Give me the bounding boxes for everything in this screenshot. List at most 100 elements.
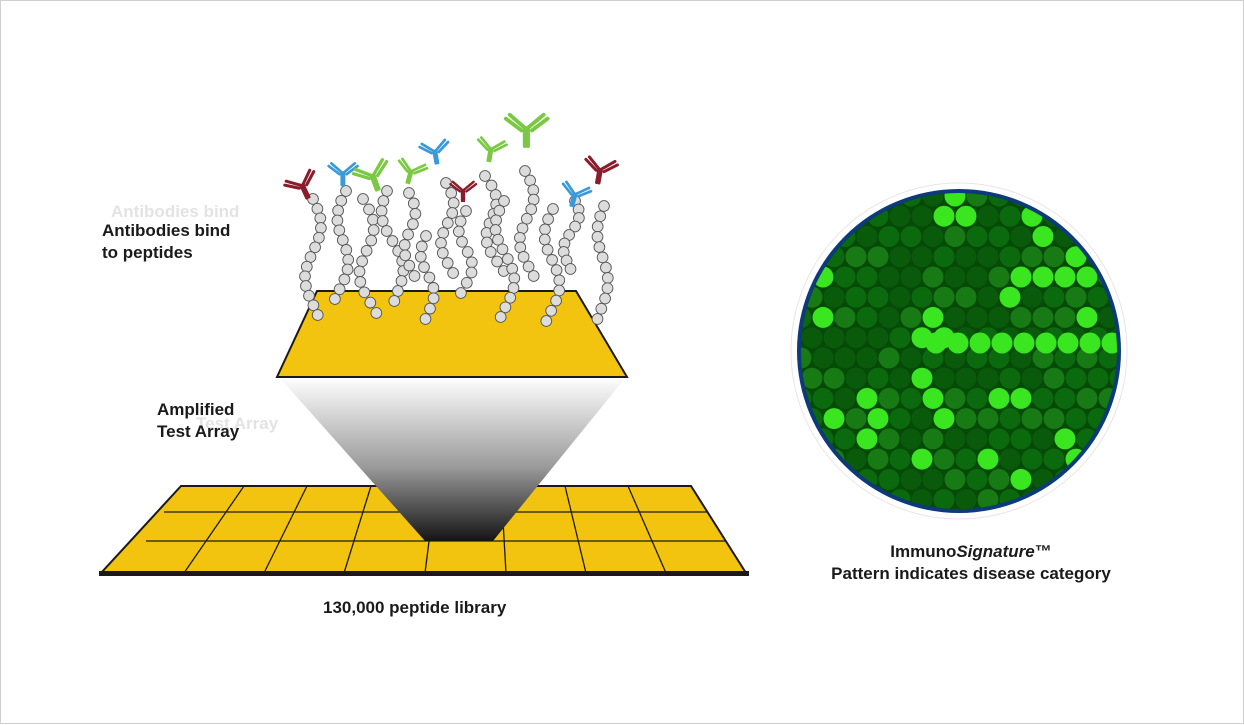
- peptide-bead: [357, 193, 369, 205]
- peptide-bead: [591, 313, 604, 325]
- peptide-bead: [522, 260, 535, 273]
- signature-spot: [1132, 449, 1153, 470]
- signature-spot: [856, 347, 878, 369]
- antibody-arm: [330, 162, 344, 174]
- signature-spot: [988, 306, 1010, 328]
- peptide-bead: [436, 247, 449, 259]
- signature-spot: [991, 332, 1013, 354]
- signature-spot: [955, 367, 977, 389]
- signature-spot: [1121, 469, 1142, 490]
- peptide-bead: [338, 273, 351, 286]
- signature-spot: [1021, 448, 1043, 470]
- signature-spot: [944, 428, 966, 450]
- peptide-bead: [599, 292, 611, 305]
- signature-spot: [933, 367, 955, 389]
- signature-spot: [845, 489, 867, 509]
- signature-spot: [889, 327, 911, 349]
- antibody-arm: [434, 149, 440, 165]
- signature-spot: [999, 367, 1021, 389]
- signature-spot: [1087, 489, 1109, 509]
- signature-spot: [922, 193, 944, 207]
- antibody-arm: [375, 159, 389, 178]
- peptide-bead: [333, 283, 346, 296]
- signature-spot: [801, 489, 823, 509]
- signature-spot: [977, 448, 999, 470]
- peptide-bead: [539, 223, 551, 236]
- peptide-bead: [341, 263, 354, 276]
- signature-spot: [1109, 246, 1117, 268]
- antibody-icon: [449, 180, 478, 203]
- peptide-bead: [377, 195, 390, 207]
- peptide-bead: [547, 203, 559, 215]
- peptide-bead: [440, 177, 452, 189]
- signature-prefix: Immuno: [890, 542, 957, 561]
- antibody-arm: [529, 116, 550, 133]
- antibody-arm: [490, 140, 506, 150]
- signature-spot: [889, 448, 911, 470]
- signature-spot: [801, 428, 812, 450]
- signature-spot: [878, 468, 900, 490]
- peptide-bead: [550, 264, 563, 276]
- signature-spot: [999, 408, 1021, 430]
- peptide-bead: [542, 213, 554, 226]
- antibody-arm: [299, 183, 309, 200]
- signature-spot: [867, 367, 889, 389]
- peptide-bead: [333, 224, 346, 237]
- peptide-bead: [519, 165, 531, 177]
- antibody-arm: [351, 172, 371, 181]
- signature-spot: [823, 205, 845, 227]
- signature-spot: [977, 246, 999, 268]
- signature-spot: [955, 246, 977, 268]
- antibody-icon: [327, 162, 359, 187]
- ghost-text: Antibodies bind: [111, 202, 240, 221]
- signature-spot: [944, 226, 966, 247]
- peptide-bead: [540, 315, 553, 327]
- peptide-bead: [342, 253, 355, 266]
- signature-spot: [1032, 226, 1054, 247]
- peptide-bead: [553, 274, 566, 287]
- peptide-bead: [498, 195, 510, 207]
- peptide-bead: [455, 287, 467, 299]
- signature-title: ImmunoSignature™: [761, 541, 1181, 563]
- peptide-bead: [356, 255, 368, 268]
- peptide-bead: [594, 210, 607, 223]
- signature-spot: [922, 266, 944, 288]
- antibody-arm: [569, 191, 576, 207]
- signature-spot: [1054, 387, 1076, 409]
- signature-spot: [1032, 266, 1054, 288]
- peptide-bead: [311, 309, 324, 321]
- signature-spot: [1101, 332, 1117, 354]
- signature-spot: [1076, 266, 1098, 288]
- amplified-test-array: [275, 290, 629, 378]
- signature-spot: [966, 193, 988, 207]
- peptide-bead: [418, 261, 430, 273]
- peptide-bead: [311, 202, 324, 215]
- peptide-bead: [423, 271, 436, 284]
- peptide-bead: [307, 299, 320, 312]
- peptide-bead: [435, 237, 447, 249]
- peptide-bead: [427, 292, 440, 305]
- signature-spot: [823, 408, 845, 430]
- peptide-bead: [309, 241, 321, 254]
- peptide-bead: [541, 243, 554, 256]
- peptide-bead: [504, 291, 517, 304]
- signature-spot: [900, 306, 922, 328]
- amplified-label: Amplified Test Array: [157, 399, 239, 443]
- signature-spot: [834, 428, 856, 450]
- peptide-bead: [460, 205, 472, 217]
- peptide-bead: [591, 230, 604, 243]
- peptide-bead: [527, 193, 540, 206]
- peptide-bead: [507, 282, 520, 294]
- signature-spot: [911, 448, 933, 470]
- signature-spot: [944, 468, 966, 490]
- signature-spot: [1098, 468, 1117, 490]
- antibody-arm: [597, 167, 603, 185]
- peptide-bead: [354, 276, 367, 288]
- peptide-bead: [427, 282, 440, 294]
- signature-spot: [988, 468, 1010, 490]
- signature-spot: [856, 193, 878, 207]
- signature-spot: [867, 246, 889, 268]
- antibody-icon: [418, 138, 450, 165]
- signature-spot: [1065, 246, 1087, 268]
- antibody-icon: [561, 180, 593, 208]
